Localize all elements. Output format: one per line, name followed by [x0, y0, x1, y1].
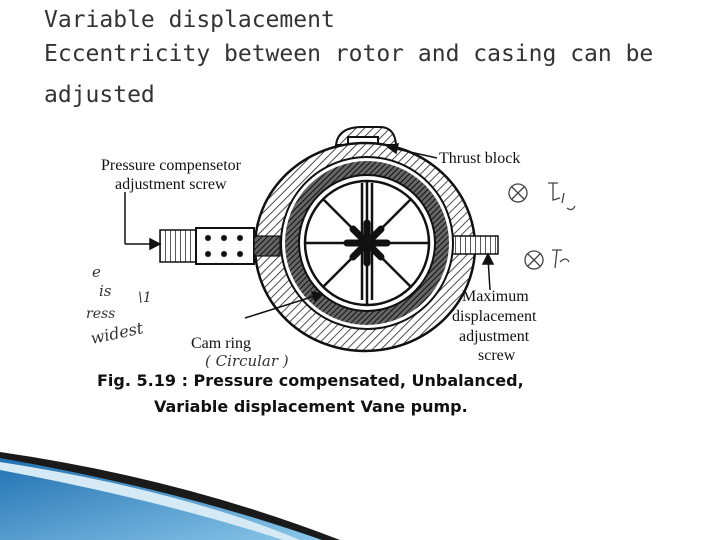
label-pressure-line1: Pressure compensetor [101, 157, 242, 174]
handwritten-marks-right [508, 182, 576, 270]
handwritten-circular: ( Circular ) [205, 352, 289, 370]
note-is: is [99, 282, 112, 300]
note-slash: \1 [138, 290, 152, 306]
slide-heading-line2: Eccentricity between rotor and casing ca… [44, 41, 654, 67]
label-max-line3: adjustment [459, 328, 530, 345]
note-ress: ress [86, 306, 115, 322]
label-pressure-line2: adjustment screw [115, 176, 227, 193]
pressure-compensator-screw [159, 227, 281, 265]
slide-heading-line1: Variable displacement [44, 7, 335, 33]
leader-lines [124, 142, 495, 319]
label-max-line2: displacement [452, 308, 537, 325]
label-max-line1: Maximum [462, 288, 529, 305]
label-max-line4: screw [478, 347, 516, 364]
figure-caption-line1: Fig. 5.19 : Pressure compensated, Unbala… [97, 371, 524, 390]
figure-caption-line2: Variable displacement Vane pump. [154, 397, 468, 416]
label-thrust-block: Thrust block [439, 150, 520, 167]
note-e: e [92, 263, 101, 281]
label-cam-ring: Cam ring [191, 335, 251, 352]
slide-heading-line3: adjusted [44, 82, 155, 108]
